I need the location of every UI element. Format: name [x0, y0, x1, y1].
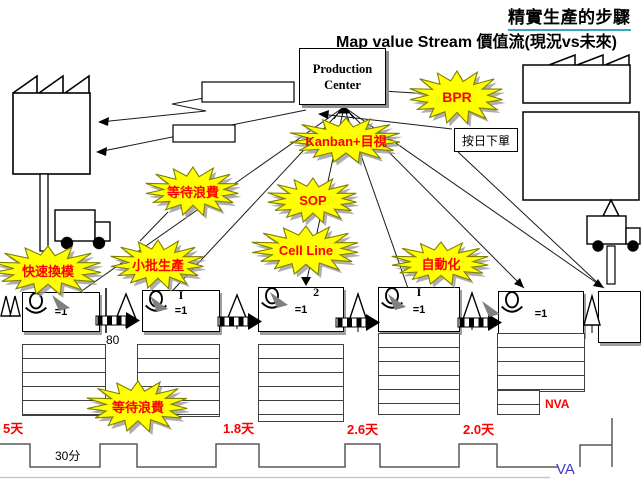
push-arrow-icon: [457, 314, 502, 331]
daily-order-box: 按日下單: [454, 128, 518, 152]
inventory-triangle-icon: [0, 290, 601, 333]
operator-count: =1: [534, 307, 548, 320]
data-table: [378, 333, 460, 415]
daily-order-label: 按日下單: [461, 133, 510, 148]
fan-black-arrowheads: [301, 277, 604, 288]
operator-count: =1: [294, 303, 308, 316]
operator-icon: [25, 293, 47, 314]
timeline-ladder: [0, 418, 613, 468]
leadtime-label-4: 2.0天: [463, 422, 495, 437]
nva-label: NVA: [545, 397, 570, 411]
operator-icon: [501, 292, 523, 313]
production-center-box: Production Center: [299, 48, 386, 105]
push-arrow-icon: [335, 314, 380, 331]
truck-icon: [586, 215, 641, 285]
data-table: [497, 333, 585, 392]
operator-count: =1: [412, 303, 426, 316]
factory-icon: [12, 74, 91, 252]
box-badge: I: [178, 288, 184, 302]
process-box-5: =1: [498, 291, 584, 336]
push-arrow-icon: [95, 312, 140, 329]
fan-gray-arrowheads: [52, 292, 500, 317]
leadtime-label-3: 2.6天: [347, 422, 379, 437]
process-box-2: I =1: [142, 288, 220, 332]
box-badge: 2: [313, 285, 320, 299]
push-arrow-icon: [217, 313, 262, 330]
operator-count: =1: [174, 305, 188, 317]
page-title: 精實生產的步驟: [508, 3, 631, 31]
production-center-line1: Production: [312, 61, 373, 76]
process-box-4: I =1: [378, 285, 460, 332]
va-label: VA: [556, 461, 575, 478]
inventory-count-label: 80: [106, 333, 120, 347]
production-center-line2: Center: [324, 77, 361, 92]
data-table: [258, 344, 344, 422]
cycletime-label: 30分: [55, 449, 81, 463]
process-box-1: =1: [22, 292, 100, 332]
factory-icon: [522, 53, 640, 217]
leadtime-label-1: 5天: [3, 421, 24, 436]
box-badge: I: [416, 285, 422, 299]
page-subtitle: Map value Stream 價值流(現況vs未來): [336, 34, 617, 51]
data-table: [497, 390, 540, 415]
arrow-label-rects: [172, 81, 295, 143]
leadtime-label-2: 1.8天: [223, 421, 255, 436]
